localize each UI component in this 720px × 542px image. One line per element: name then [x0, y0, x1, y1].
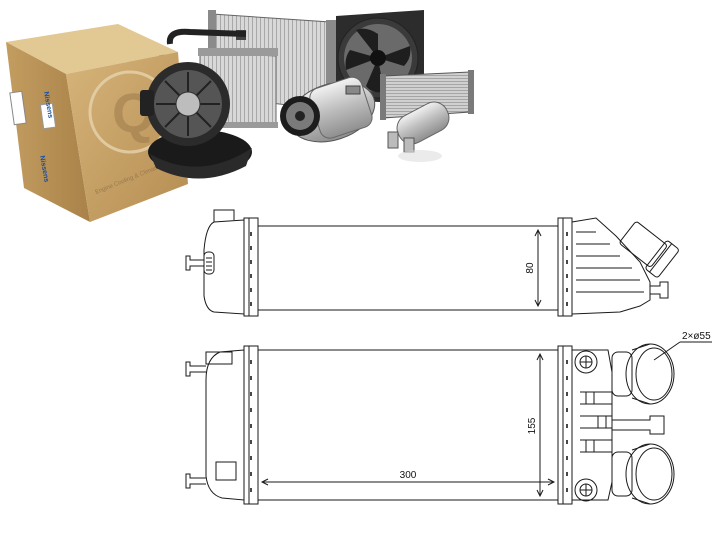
- front-view-right-tank: [572, 349, 613, 501]
- ac-compressor-image: [280, 76, 376, 143]
- front-view-port-lower: [611, 443, 675, 505]
- front-view-port-diameter-label: 2×ø55: [682, 331, 711, 342]
- box-brand-label: Nissens: [42, 91, 54, 119]
- front-view-length-label: 300: [400, 470, 417, 481]
- product-photo: Nissens Nissens Q Engine Cooling & Clima…: [6, 10, 474, 222]
- blower-motor-image: [140, 62, 252, 179]
- top-view-right-tank: [571, 217, 651, 315]
- heater-core-image: [380, 70, 474, 120]
- front-view-left-mount-lower: [185, 473, 206, 489]
- top-view: 80: [185, 209, 679, 317]
- front-view-clip-upper: [574, 350, 598, 374]
- front-view-left-mount-upper: [185, 361, 206, 377]
- front-view-height-label: 155: [527, 417, 538, 434]
- top-view-left-mount: [185, 255, 204, 271]
- receiver-drier-image: [387, 101, 450, 162]
- top-view-outlet-pipe: [619, 221, 679, 278]
- front-view-right-mount: [612, 415, 665, 435]
- technical-drawing: 80: [185, 209, 712, 505]
- box-side-brand-label: Nissens: [38, 155, 50, 183]
- front-view-left-tank: [205, 349, 245, 501]
- front-view-clip-lower: [574, 478, 598, 502]
- top-view-left-tank: [203, 219, 245, 315]
- front-view-port-upper: [611, 343, 675, 405]
- top-view-core: [257, 225, 559, 311]
- front-view: 2×ø55 155 300: [185, 331, 712, 505]
- top-view-height-label: 80: [525, 262, 536, 274]
